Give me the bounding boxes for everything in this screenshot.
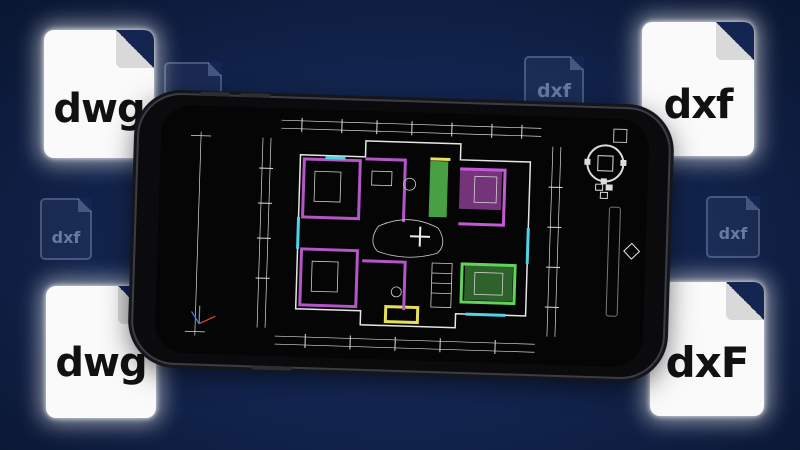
volume-button [200,91,231,97]
floor-plan-drawing[interactable] [154,104,650,367]
file-extension-label: dwg [53,86,145,132]
furniture-details [310,170,504,309]
ghost-file-label: dxf [536,80,572,102]
file-extension-label: dxF [665,338,750,387]
smartphone [131,91,671,379]
outer-walls [294,140,532,329]
file-extension-label: dwg [55,340,147,386]
ghost-file-label: dxf [718,224,748,243]
volume-button [240,92,271,98]
power-button [251,365,292,371]
axis-gizmo-icon [191,305,216,325]
cad-viewer-screen[interactable] [154,104,650,368]
dxf-file-card-bottom-right: dxF [650,282,764,416]
ghost-file-icon-dxf-right: dxf [706,196,760,258]
dimension-ticks [255,117,563,355]
room-fills [428,160,514,302]
colored-walls [296,156,530,325]
ghost-file-label: dxf [51,228,81,247]
dimension-lines [184,119,562,353]
crosshair-icon [410,226,431,247]
dwg-file-card-top-left: dwg [44,30,154,158]
orbit-icon[interactable] [593,182,616,201]
ghost-file-icon-dxf-left: dxf [40,198,92,260]
file-extension-label: dxf [663,82,734,128]
close-icon[interactable] [613,128,628,144]
